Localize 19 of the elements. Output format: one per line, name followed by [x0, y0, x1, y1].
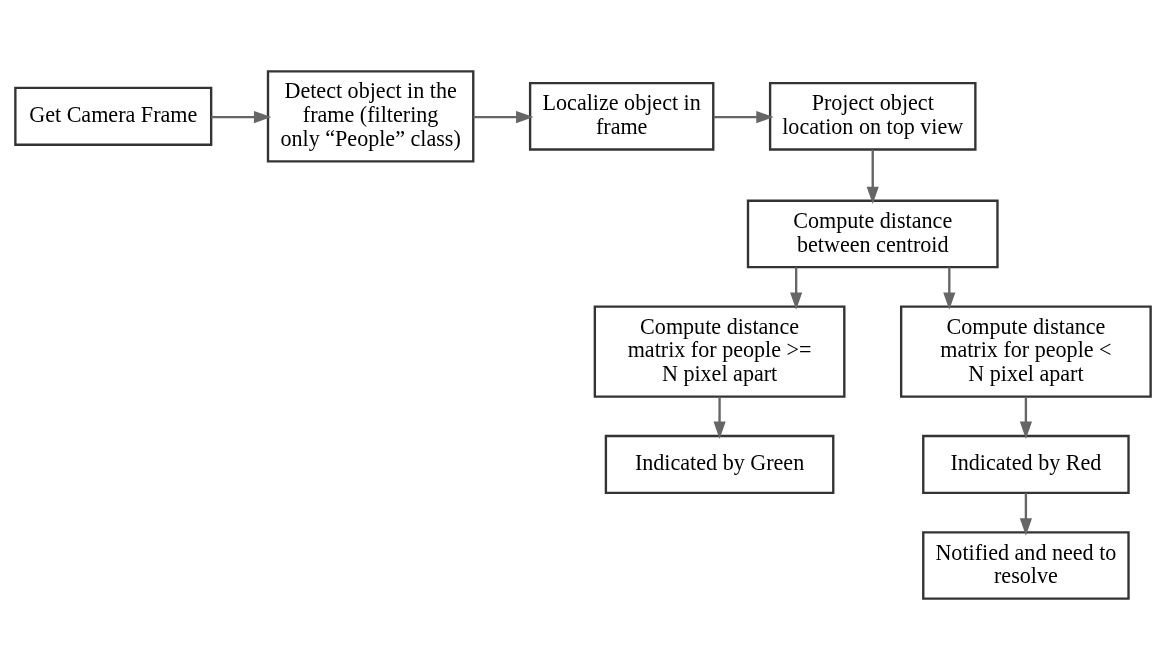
arrow — [1019, 396, 1032, 439]
node-box: Notified and need to resolve — [922, 530, 1130, 600]
arrow — [1019, 492, 1032, 536]
node-box: Indicated by Green — [604, 434, 835, 494]
node-box: Indicated by Red — [922, 434, 1130, 494]
arrow — [211, 110, 272, 123]
arrow — [866, 149, 879, 204]
node-box: Get Camera Frame — [14, 86, 213, 146]
arrow — [943, 266, 956, 310]
arrow — [713, 110, 774, 123]
node-box: Localize object in frame — [528, 81, 715, 151]
arrow — [473, 110, 534, 123]
arrow — [713, 396, 726, 439]
node-box: Detect object in the frame (filtering only “People” class) — [266, 69, 475, 162]
node-box: Compute distance matrix for people >= N pixel apart — [593, 304, 846, 398]
node-box: Compute distance between centroid — [746, 199, 999, 268]
node-box: Compute distance matrix for people < N pixel apart — [899, 304, 1152, 398]
arrow — [790, 266, 803, 310]
node-box: Project object location on top view — [768, 81, 977, 151]
